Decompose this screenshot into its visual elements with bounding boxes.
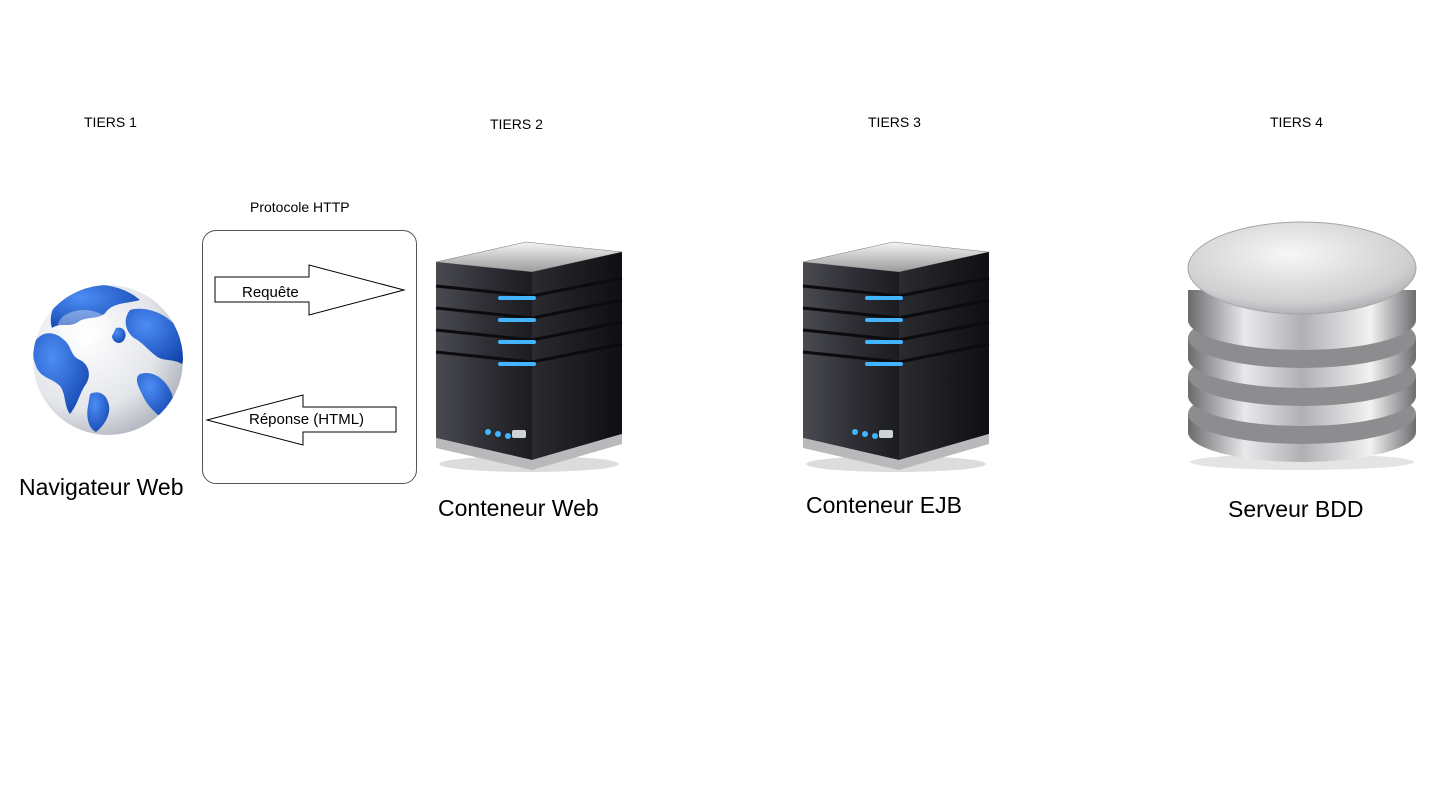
response-arrow bbox=[205, 394, 397, 446]
tier-4-label: TIERS 4 bbox=[1270, 114, 1323, 130]
web-container-label: Conteneur Web bbox=[438, 495, 599, 521]
request-label: Requête bbox=[242, 284, 299, 301]
web-server-icon bbox=[435, 241, 623, 472]
ejb-server-icon bbox=[802, 241, 990, 472]
db-server-label: Serveur BDD bbox=[1228, 496, 1364, 522]
ejb-container-label: Conteneur EJB bbox=[806, 492, 962, 518]
tier-3-label: TIERS 3 bbox=[868, 114, 921, 130]
browser-label: Navigateur Web bbox=[19, 474, 184, 500]
protocol-title: Protocole HTTP bbox=[250, 199, 350, 215]
tier-2-label: TIERS 2 bbox=[490, 116, 543, 132]
response-label: Réponse (HTML) bbox=[249, 411, 365, 428]
database-icon bbox=[1187, 221, 1417, 470]
protocol-box bbox=[202, 230, 417, 484]
request-arrow bbox=[214, 264, 406, 316]
tier-1-label: TIERS 1 bbox=[84, 114, 137, 130]
globe-icon bbox=[33, 285, 183, 435]
